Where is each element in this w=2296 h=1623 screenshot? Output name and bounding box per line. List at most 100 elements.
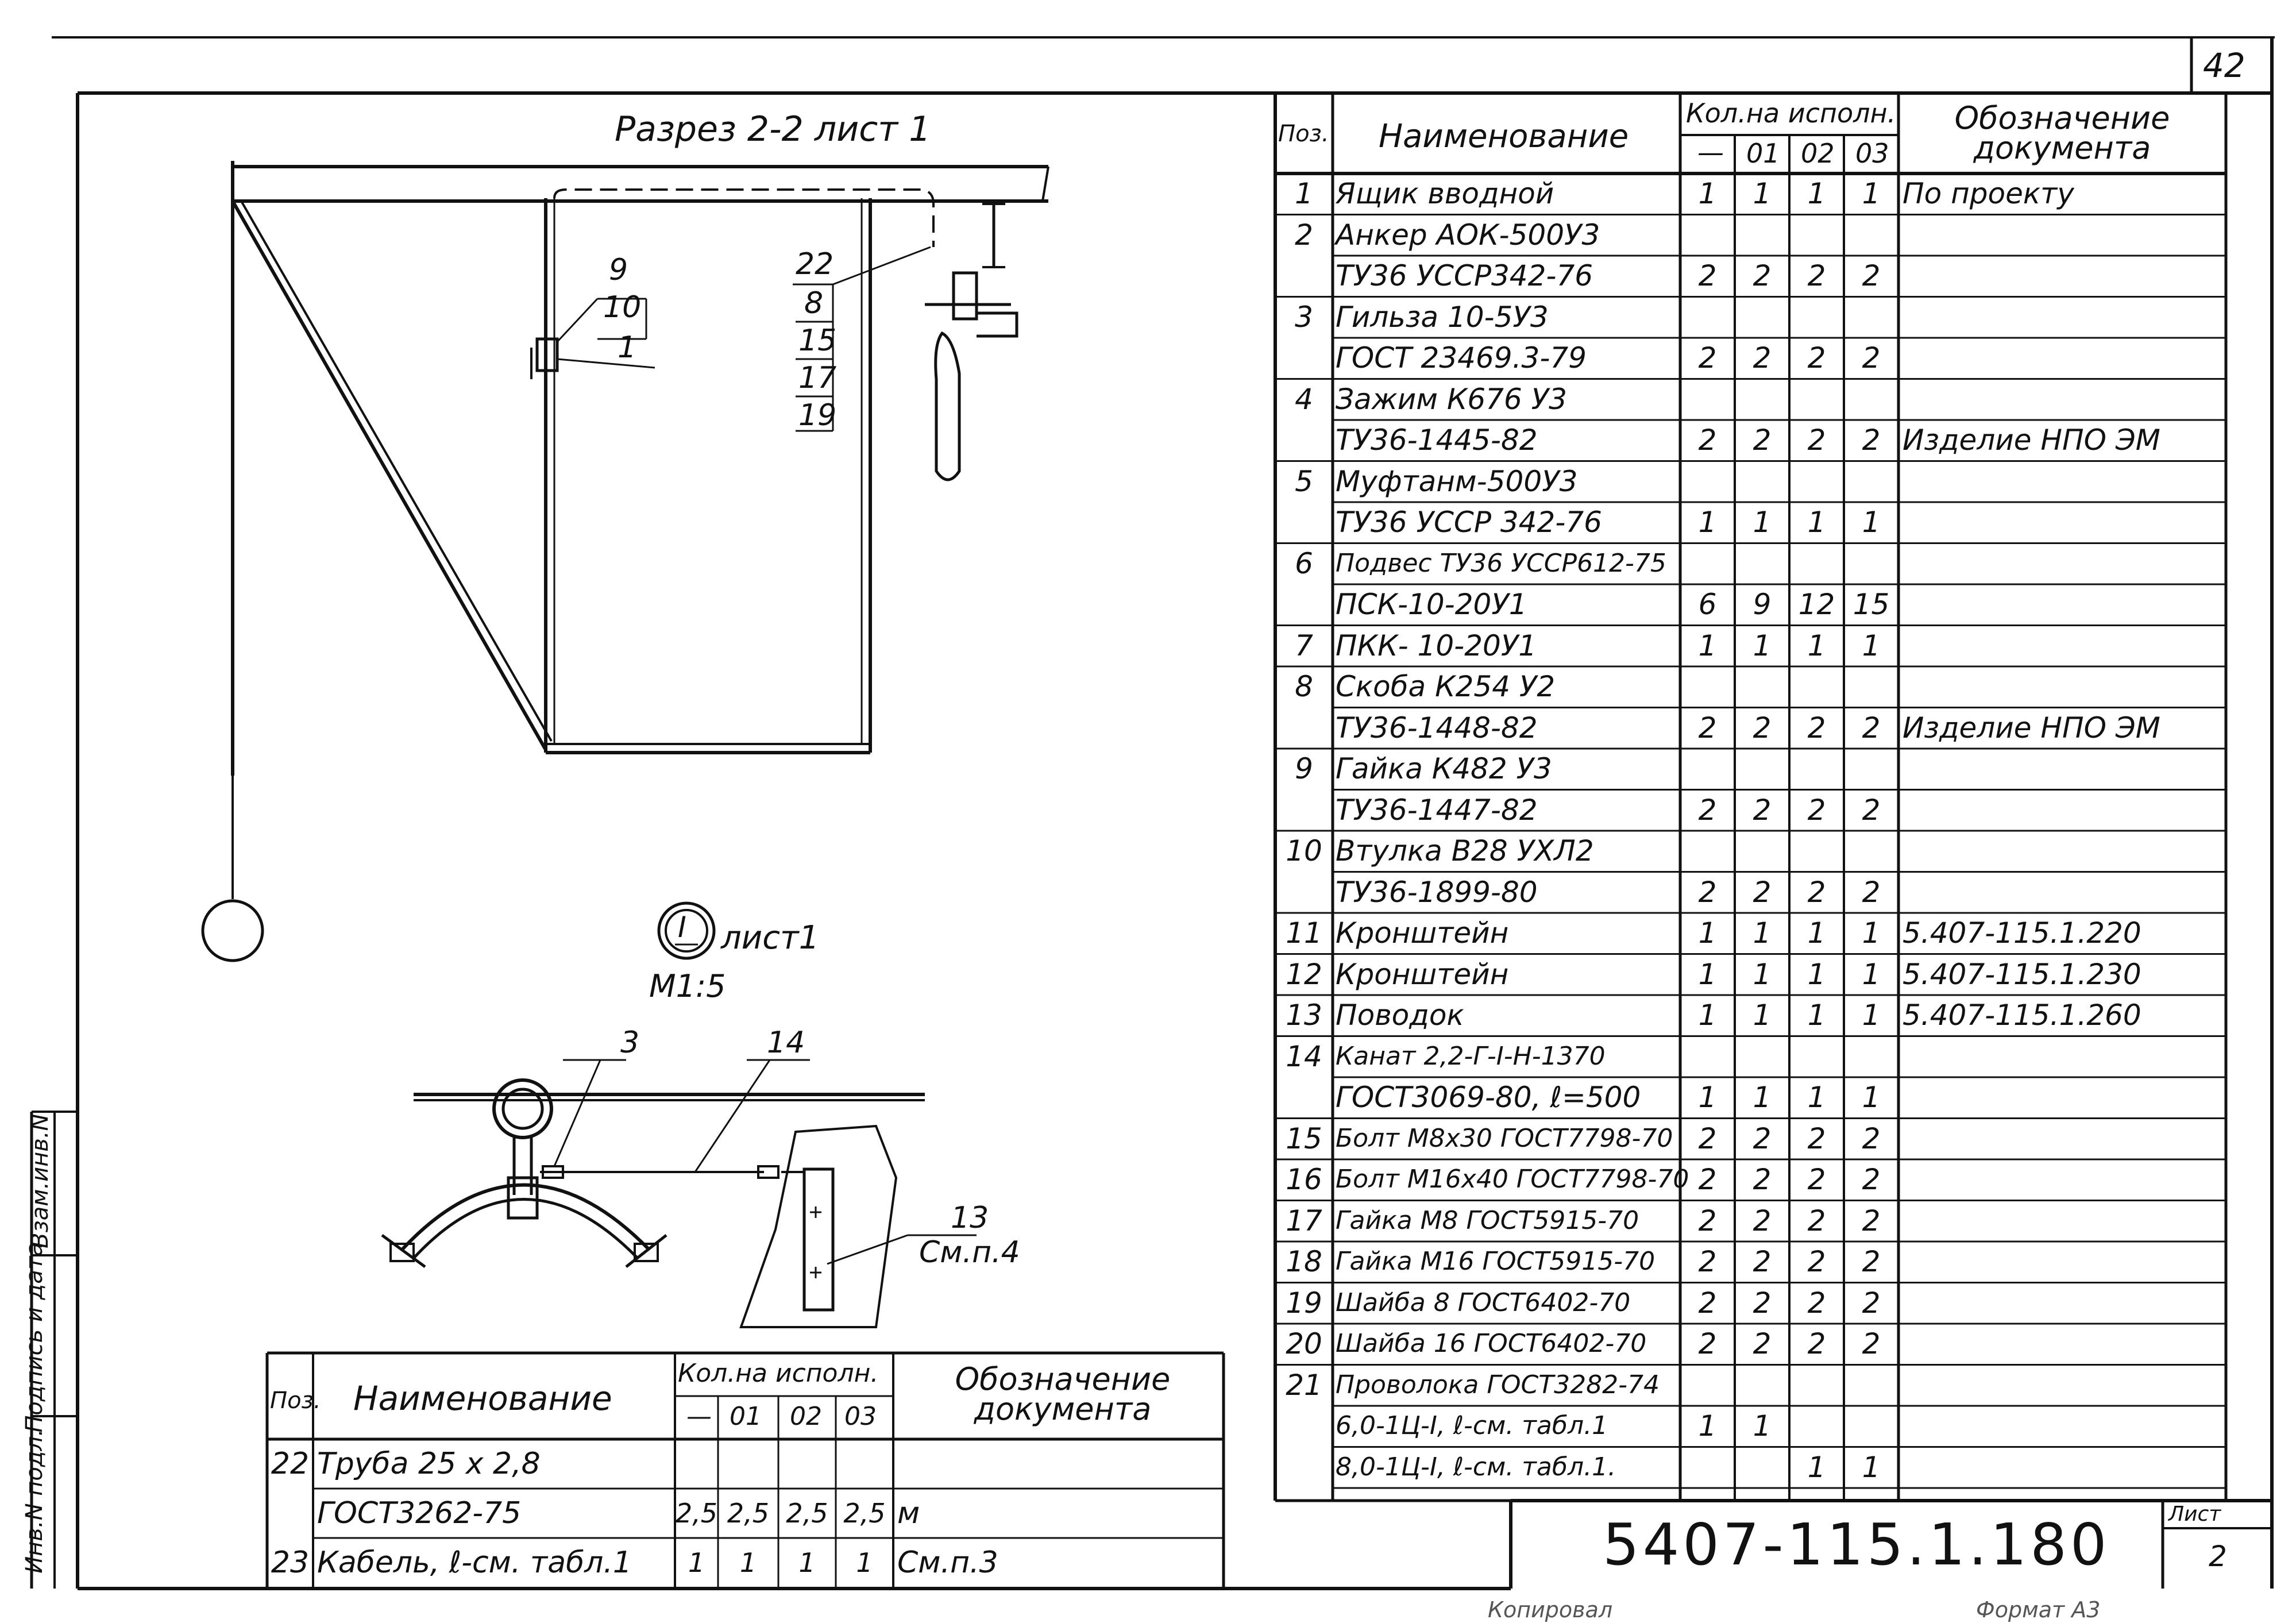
table-cell-qty: 2 (1698, 1204, 1717, 1238)
table-cell-qty (836, 1444, 893, 1493)
table-cell-doc (1903, 749, 2226, 790)
detail-mark: I (678, 911, 686, 944)
table-cell-qty (1844, 461, 1898, 503)
table-cell-qty: 1 (1862, 177, 1881, 210)
table-cell-qty: 15 (1853, 588, 1890, 621)
table-cell-qty: 2 (1807, 1327, 1826, 1360)
table-cell-qty: 1 (798, 1547, 816, 1578)
table-cell-qty: 2 (1753, 259, 1772, 292)
table-cell-qty (1680, 1447, 1735, 1489)
table-cell-qty (1844, 1036, 1898, 1078)
table-cell-doc (1903, 502, 2226, 543)
table-cell-doc (1903, 543, 2226, 585)
table-cell-qty: 2 (1807, 259, 1826, 292)
table-cell-qty (1680, 666, 1735, 708)
main-table-header-name: Наименование (1379, 118, 1629, 155)
table-cell-qty: 2 (1753, 793, 1772, 827)
table-cell-qty: 1 (1698, 999, 1717, 1032)
table-cell-qty (1789, 379, 1844, 421)
main-table-header-variant: 02 (1801, 138, 1835, 169)
table-cell-pos: 4 (1295, 382, 1313, 416)
table-cell-doc (1903, 1159, 2226, 1201)
table-cell-pos: 5 (1295, 464, 1313, 498)
table-cell-qty: 2 (1862, 423, 1881, 457)
table-cell-pos: 9 (1295, 752, 1313, 785)
table-cell-name: Гайка М8 ГОСТ5915-70 (1336, 1205, 1639, 1235)
table-cell-doc (1903, 215, 2226, 256)
table-cell-qty: 2 (1698, 423, 1717, 457)
table-cell-qty: 1 (1698, 629, 1717, 662)
table-cell-doc (1903, 872, 2226, 913)
table-cell-doc (1903, 1242, 2226, 1283)
table-cell-name: Ящик вводной (1336, 177, 1554, 210)
small-table-header-name: Наименование (353, 1379, 612, 1418)
table-cell-qty (1735, 1036, 1789, 1078)
table-cell-qty (1789, 461, 1844, 503)
table-cell-qty: 2 (1807, 711, 1826, 745)
table-cell-qty: 1 (1753, 629, 1772, 662)
table-cell-qty: 2 (1807, 423, 1826, 457)
table-cell-pos (1275, 790, 1333, 831)
stamp-replaced-inv: Взам.инв.N (27, 1113, 53, 1248)
table-cell-qty (1680, 543, 1735, 585)
table-cell-qty (1844, 749, 1898, 790)
table-cell-qty (1735, 831, 1789, 872)
table-cell-name: Муфтанм-500У3 (1336, 464, 1578, 498)
detail-scale: М1:5 (649, 968, 726, 1004)
small-table-header-variant: 02 (790, 1402, 822, 1431)
table-cell-qty (1735, 379, 1789, 421)
table-cell-qty: 2 (1862, 875, 1881, 909)
table-cell-qty: 1 (1862, 506, 1881, 539)
table-cell-qty (1844, 215, 1898, 256)
table-cell-qty: 2 (1698, 1121, 1717, 1155)
table-cell-pos (1275, 1406, 1333, 1447)
table-cell-pos: 7 (1295, 629, 1313, 662)
table-cell-qty: 2 (1698, 259, 1717, 292)
table-cell-pos: 6 (1295, 546, 1313, 580)
table-cell-qty: 2 (1753, 1163, 1772, 1196)
table-cell-qty: 2 (1862, 259, 1881, 292)
table-cell-qty (1735, 215, 1789, 256)
table-cell-qty (1789, 543, 1844, 585)
table-cell-qty: 2 (1698, 875, 1717, 909)
table-cell-name: ПКК- 10-20У1 (1336, 629, 1537, 662)
leader-label: 19 (798, 398, 837, 433)
table-cell-qty (1844, 543, 1898, 585)
table-cell-name: Кронштейн (1336, 916, 1509, 950)
table-cell-qty (1735, 1447, 1789, 1489)
table-cell-name: Болт М16х40 ГОСТ7798-70 (1336, 1165, 1689, 1194)
table-cell-qty: 1 (1698, 506, 1717, 539)
main-table-header-variant: — (1697, 137, 1724, 168)
table-cell-qty: 2 (1753, 1121, 1772, 1155)
table-cell-qty (1680, 461, 1735, 503)
table-cell-qty: 2 (1807, 1286, 1826, 1320)
table-cell-pos (1275, 1447, 1333, 1489)
table-cell-pos: 21 (1286, 1368, 1322, 1402)
table-cell-qty (1735, 749, 1789, 790)
page-number: 42 (2203, 46, 2245, 85)
table-cell-name: Гайка М16 ГОСТ5915-70 (1336, 1247, 1656, 1276)
table-cell-qty: 1 (1862, 1450, 1881, 1484)
table-cell-qty: 1 (1862, 916, 1881, 950)
table-cell-qty: 1 (1753, 999, 1772, 1032)
table-cell-doc (1903, 1324, 2226, 1365)
table-cell-qty (1680, 379, 1735, 421)
table-cell-name: Кронштейн (1336, 957, 1509, 991)
table-cell-qty (778, 1444, 836, 1493)
table-cell-qty (1789, 749, 1844, 790)
table-cell-doc: Изделие НПО ЭМ (1903, 423, 2160, 457)
table-cell-pos: 22 (271, 1447, 310, 1481)
stamp-signature-date: Подпись и дата (21, 1242, 48, 1433)
table-cell-qty: 1 (739, 1547, 757, 1578)
table-cell-doc: 5.407-115.1.260 (1903, 999, 2141, 1032)
table-cell-qty: 2 (1698, 1327, 1717, 1360)
table-cell-qty (1844, 1406, 1898, 1447)
table-cell-doc (1903, 379, 2226, 421)
table-cell-qty: 1 (1698, 916, 1717, 950)
table-cell-qty: 1 (1862, 1081, 1881, 1114)
table-cell-qty: 1 (1862, 629, 1881, 662)
table-cell-qty (1789, 831, 1844, 872)
table-cell-doc (1903, 790, 2226, 831)
table-cell-pos (1275, 708, 1333, 749)
footer-copied: Копировал (1488, 1597, 1613, 1622)
